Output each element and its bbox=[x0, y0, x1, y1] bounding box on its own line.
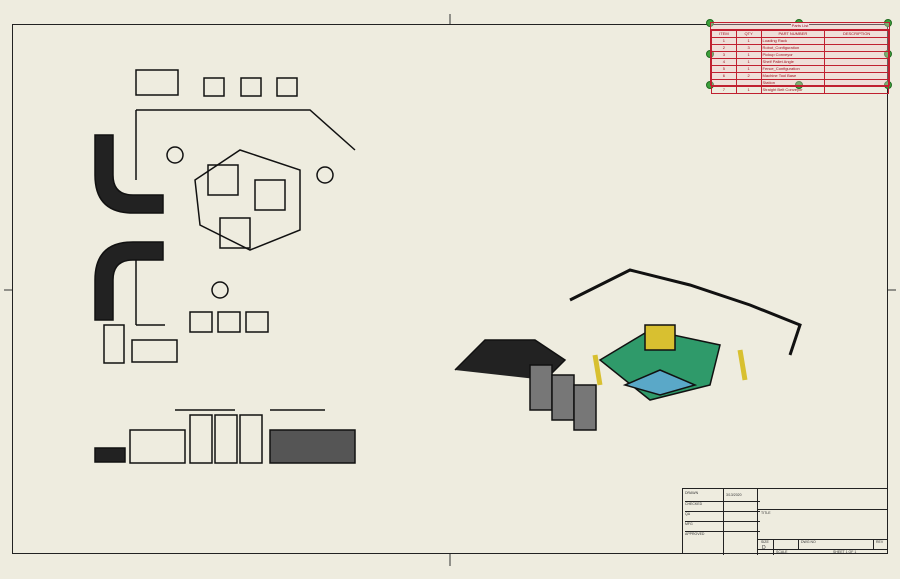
qty-cell: 1 bbox=[735, 86, 762, 94]
qty-cell bbox=[735, 79, 762, 87]
mfg-label: MFG bbox=[685, 521, 760, 526]
zone-ticks bbox=[4, 14, 896, 566]
parts-list-table[interactable]: Parts List ITEM QTY PART NUMBER DESCRIPT… bbox=[710, 22, 890, 94]
item-cell: 6 bbox=[711, 72, 737, 80]
col-description: DESCRIPTION bbox=[824, 30, 889, 38]
item-cell: 1 bbox=[711, 37, 737, 45]
size-value: D bbox=[762, 545, 766, 551]
checked-label: CHECKED bbox=[685, 501, 760, 506]
sheet-border bbox=[12, 24, 888, 554]
sheet-label: SHEET 1 OF 1 bbox=[833, 550, 857, 554]
qty-cell: 3 bbox=[735, 44, 762, 52]
top-view bbox=[94, 69, 356, 364]
part-number-cell: Straight Belt Conveyor bbox=[760, 86, 826, 94]
description-cell bbox=[824, 86, 889, 94]
col-qty: QTY bbox=[735, 30, 762, 38]
item-cell: 2 bbox=[711, 44, 737, 52]
approved-label: APPROVED bbox=[685, 531, 760, 536]
description-cell bbox=[824, 37, 889, 45]
drawn-date: 3/13/2020 bbox=[726, 493, 742, 497]
qty-cell: 1 bbox=[735, 51, 762, 59]
part-number-cell: Loading Rack bbox=[760, 37, 826, 45]
item-cell: 5 bbox=[711, 65, 737, 73]
parts-list-title: Parts List bbox=[790, 23, 810, 28]
description-cell bbox=[824, 72, 889, 80]
item-cell: 4 bbox=[711, 58, 737, 66]
title-label: TITLE bbox=[761, 511, 771, 515]
col-item: ITEM bbox=[711, 30, 737, 38]
qty-cell: 1 bbox=[735, 37, 762, 45]
parts-list-header: ITEM QTY PART NUMBER DESCRIPTION bbox=[711, 30, 889, 38]
qty-cell: 2 bbox=[735, 72, 762, 80]
isometric-view bbox=[454, 268, 802, 431]
item-cell bbox=[711, 79, 737, 87]
part-number-cell: Shelf Pallet Angle bbox=[760, 58, 826, 66]
description-cell bbox=[824, 79, 889, 87]
item-cell: 3 bbox=[711, 51, 737, 59]
qty-cell: 1 bbox=[735, 58, 762, 66]
side-view bbox=[94, 409, 356, 464]
description-cell bbox=[824, 44, 889, 52]
grip-handle[interactable] bbox=[884, 19, 892, 27]
scale-label: SCALE bbox=[776, 550, 788, 554]
item-cell: 7 bbox=[711, 86, 737, 94]
drawn-label: DRAWN bbox=[685, 491, 699, 495]
part-number-cell: Pickup Conveyor bbox=[760, 51, 826, 59]
part-number-cell: Station bbox=[760, 79, 826, 87]
description-cell bbox=[824, 65, 889, 73]
rev-label: REV bbox=[876, 540, 884, 544]
title-block[interactable]: DRAWN 3/13/2020 CHECKED QA MFG APPROVED … bbox=[682, 488, 888, 555]
part-number-cell: Fence_Configuration bbox=[760, 65, 826, 73]
qa-label: QA bbox=[685, 511, 760, 516]
dwg-no-label: DWG NO bbox=[801, 540, 816, 544]
qty-cell: 1 bbox=[735, 65, 762, 73]
size-label: SIZE bbox=[761, 540, 769, 544]
description-cell bbox=[824, 58, 889, 66]
part-number-cell: Machine Tool Base bbox=[760, 72, 826, 80]
description-cell bbox=[824, 51, 889, 59]
part-number-cell: Robot_Configuration bbox=[760, 44, 826, 52]
col-part-number: PART NUMBER bbox=[760, 30, 826, 38]
parts-list-row[interactable]: Station bbox=[711, 79, 889, 87]
